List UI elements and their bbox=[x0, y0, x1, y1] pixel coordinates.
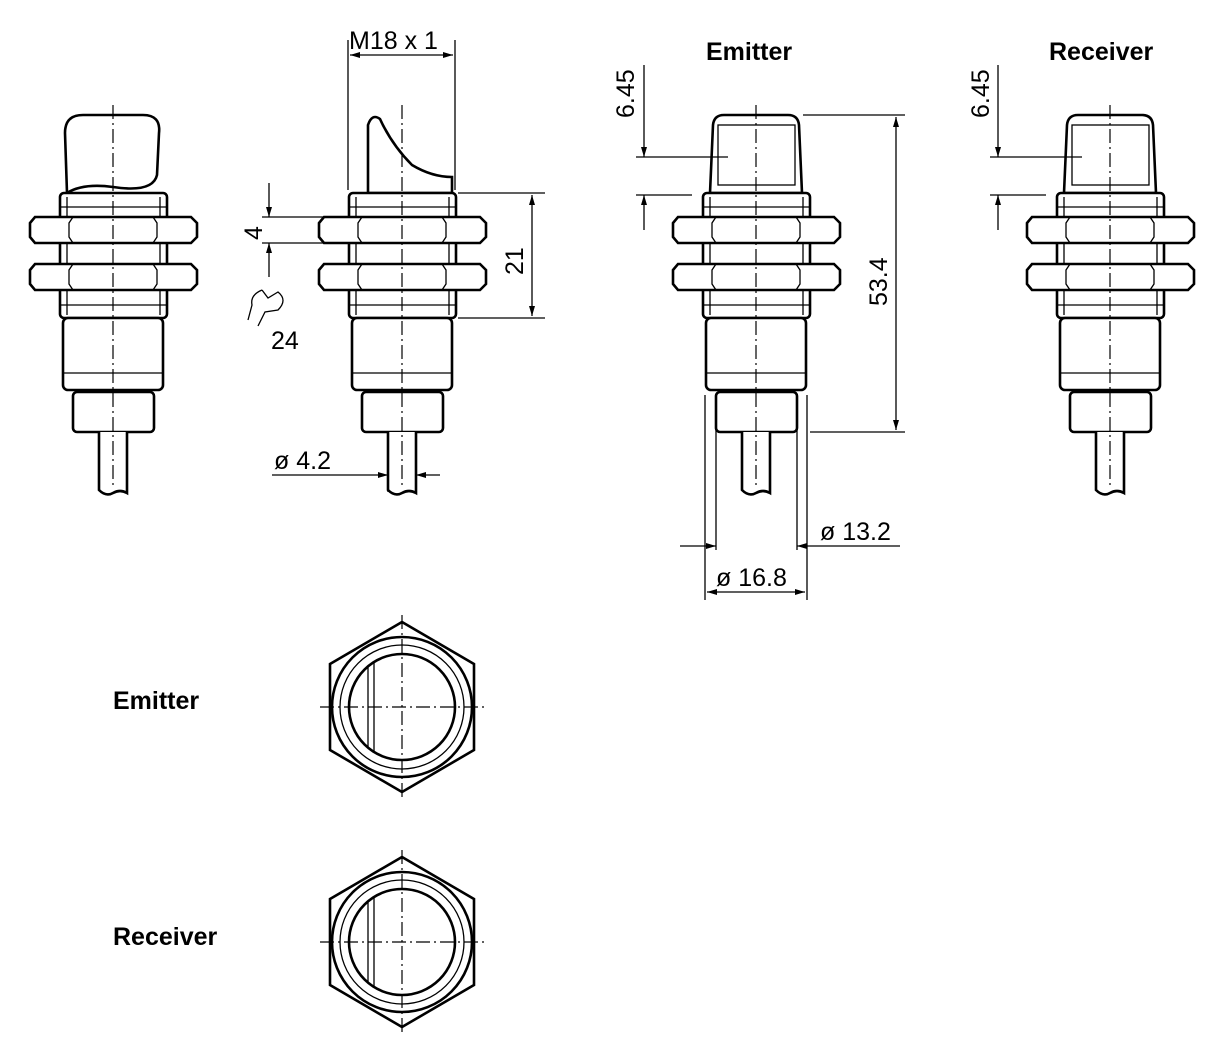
sensor-view-receiver bbox=[1025, 103, 1196, 496]
emitter-front-label: Emitter bbox=[113, 687, 199, 715]
lens-offset-receiver-dimension: 6.45 bbox=[967, 65, 1082, 230]
lens-offset-emitter-dimension: 6.45 bbox=[612, 65, 728, 230]
wrench-size-label: 24 bbox=[271, 327, 299, 355]
body-diameter-label: ø 16.8 bbox=[716, 564, 787, 592]
connector-diameter-label: ø 13.2 bbox=[820, 518, 891, 546]
sensor-view-side bbox=[317, 103, 488, 496]
diameter-dimensions: ø 13.2 ø 16.8 bbox=[680, 395, 900, 600]
nut-thickness-dimension: 4 bbox=[240, 183, 330, 277]
total-length-dimension: 53.4 bbox=[803, 114, 905, 433]
thread-length-label: 21 bbox=[501, 247, 529, 275]
thread-label: M18 x 1 bbox=[349, 27, 438, 55]
thread-length-dimension: 21 bbox=[458, 192, 545, 319]
cable-diameter-label: ø 4.2 bbox=[274, 447, 331, 475]
lens-offset-receiver-label: 6.45 bbox=[967, 69, 995, 118]
emitter-front-view bbox=[318, 613, 486, 801]
thread-dimension: M18 x 1 bbox=[347, 27, 456, 190]
sensor-view-left bbox=[28, 103, 199, 496]
sensor-view-emitter bbox=[671, 103, 842, 496]
receiver-title: Receiver bbox=[1049, 38, 1154, 66]
total-length-label: 53.4 bbox=[865, 257, 893, 306]
receiver-front-view bbox=[318, 848, 486, 1036]
emitter-title: Emitter bbox=[706, 38, 792, 66]
cable-diameter-dimension: ø 4.2 bbox=[272, 440, 440, 492]
wrench-icon bbox=[247, 289, 284, 327]
wrench-size: 24 bbox=[247, 289, 299, 355]
nut-thickness-label: 4 bbox=[240, 226, 268, 240]
receiver-front-label: Receiver bbox=[113, 923, 218, 951]
lens-offset-emitter-label: 6.45 bbox=[612, 69, 640, 118]
